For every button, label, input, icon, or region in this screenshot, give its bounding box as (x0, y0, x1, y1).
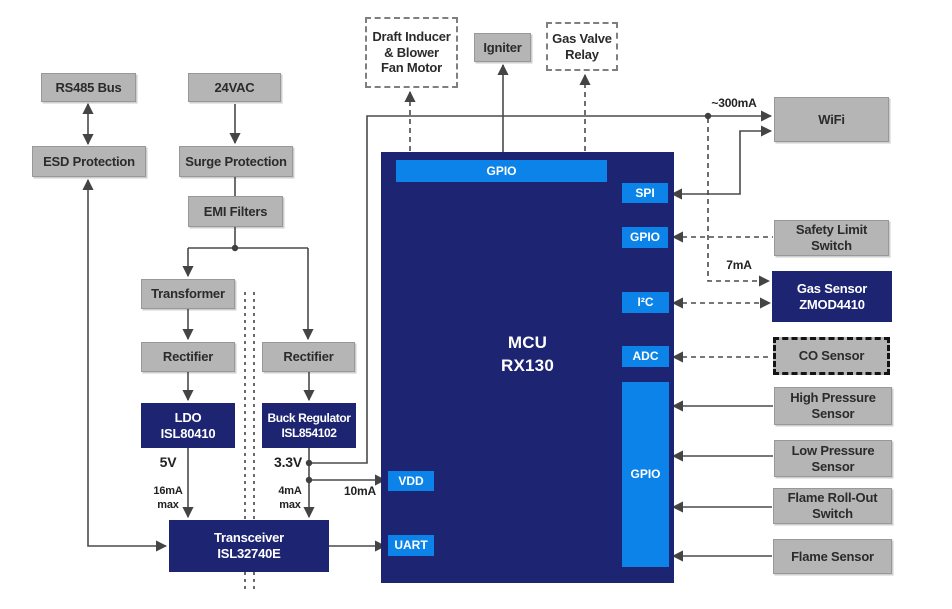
junction-dot-wifi (704, 112, 712, 120)
mcu-port-spi: SPI (622, 183, 668, 203)
label-ldo-current-max: 16mA max (153, 485, 183, 511)
block-ldo: LDO ISL80410 (141, 403, 235, 448)
block-24vac: 24VAC (188, 73, 281, 102)
mcu-port-vdd: VDD (388, 471, 434, 491)
block-high-pressure-sensor: High Pressure Sensor (774, 387, 892, 425)
conn-spi-wifi (670, 125, 773, 200)
block-buck-regulator: Buck Regulator ISL854102 (262, 403, 356, 448)
mcu-port-gpio-right: GPIO (622, 227, 668, 248)
block-rectifier-left: Rectifier (141, 342, 235, 372)
block-igniter: Igniter (474, 33, 531, 62)
block-transceiver: Transceiver ISL32740E (169, 520, 329, 572)
block-esd-protection: ESD Protection (32, 146, 146, 177)
block-low-pressure-sensor: Low Pressure Sensor (774, 440, 892, 477)
junction-dot-3v3 (305, 459, 313, 467)
block-rs485-bus: RS485 Bus (41, 73, 136, 102)
block-rectifier-right: Rectifier (262, 342, 355, 372)
mcu-port-gpio-tall: GPIO (622, 382, 669, 567)
mcu-port-uart: UART (388, 535, 434, 556)
block-gas-valve-relay: Gas Valve Relay (546, 22, 618, 71)
mcu-title: MCU RX130 (501, 333, 554, 375)
label-wifi-current: ~300mA (711, 96, 757, 110)
mcu-port-i2c: I²C (622, 292, 669, 313)
conn-7ma-gas-sensor (707, 118, 771, 287)
block-co-sensor: CO Sensor (773, 337, 890, 375)
junction-dot-vdd (305, 476, 313, 484)
junction-dot-emi (231, 244, 239, 252)
conn-emi-junction (188, 227, 308, 249)
label-buck-voltage: 3.3V (274, 454, 302, 470)
block-surge-protection: Surge Protection (179, 146, 293, 177)
block-transformer: Transformer (141, 279, 235, 309)
block-emi-filters: EMI Filters (188, 196, 283, 227)
block-wifi: WiFi (774, 97, 889, 142)
label-buck-current-max: 4mA max (278, 485, 302, 511)
conn-3v3-wifi (309, 110, 773, 464)
conn-esd-transceiver (82, 178, 168, 552)
block-gas-sensor: Gas Sensor ZMOD4410 (772, 271, 892, 322)
label-ldo-voltage: 5V (159, 454, 177, 470)
mcu-port-gpio-top: GPIO (396, 160, 607, 182)
label-mcu-current: 10mA (344, 484, 376, 498)
block-draft-inducer: Draft Inducer & Blower Fan Motor (365, 17, 458, 88)
block-safety-limit-switch: Safety Limit Switch (774, 220, 889, 256)
block-flame-sensor: Flame Sensor (773, 539, 892, 574)
label-gas-sensor-current: 7mA (726, 258, 752, 272)
block-flame-rollout-switch: Flame Roll-Out Switch (773, 488, 892, 524)
mcu-port-adc: ADC (622, 346, 669, 367)
